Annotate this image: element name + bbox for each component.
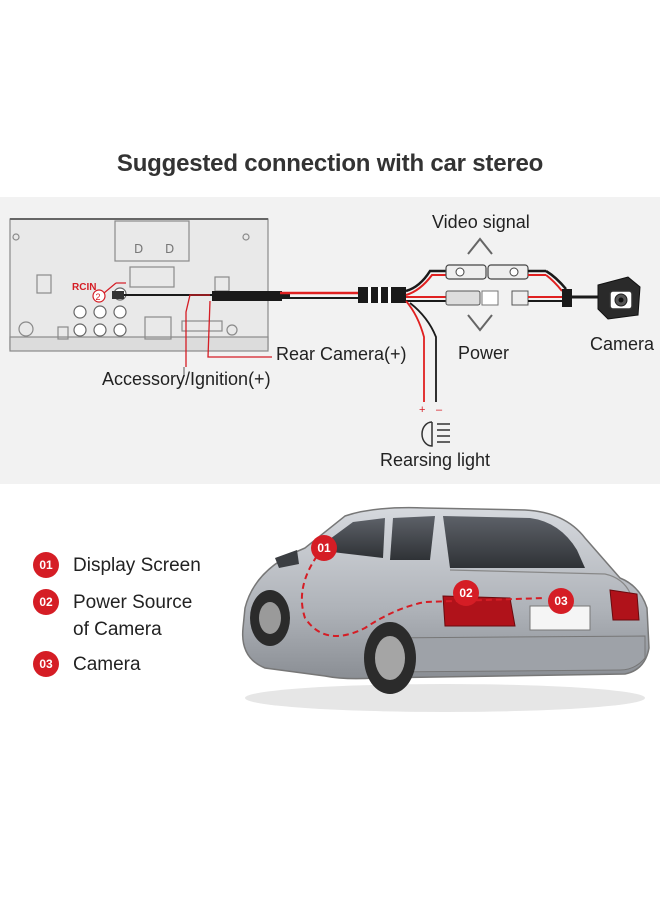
legend-badge: 02 — [33, 589, 59, 615]
polarity-plus: + — [419, 404, 425, 416]
legend-item-display-screen: 01 Display Screen — [33, 552, 201, 579]
wiring-diagram: D D RCIN 2 — [9, 218, 641, 447]
camera-label: Camera — [590, 334, 655, 354]
svg-text:D: D — [134, 242, 143, 256]
camera-icon — [597, 276, 641, 320]
power-label: Power — [458, 343, 510, 363]
accessory-ignition-label: Accessory/Ignition(+) — [102, 369, 271, 389]
legend-item-power-source: 02 Power Source of Camera — [33, 589, 213, 643]
video-signal-cable — [405, 264, 567, 296]
main-harness-cable — [124, 287, 406, 303]
accessory-wire — [185, 294, 210, 367]
reversing-light-icon — [421, 421, 450, 447]
car-marker-power-source: 02 — [453, 580, 479, 606]
video-signal-label: Video signal — [432, 212, 530, 232]
rear-camera-power-label: Rear Camera(+) — [276, 344, 407, 364]
cable-route-line — [300, 555, 546, 637]
reversing-light-wire-black — [409, 302, 437, 402]
head-unit-chassis: D D — [9, 218, 269, 352]
page-title: Suggested connection with car stereo — [116, 150, 544, 177]
car-illustration — [241, 506, 650, 712]
legend-badge: 03 — [33, 651, 59, 677]
legend-text: Power Source of Camera — [73, 592, 193, 640]
rcin-port-badge — [92, 289, 106, 303]
legend-badge: 01 — [33, 552, 59, 578]
legend-item-camera: 03 Camera — [33, 651, 141, 678]
rca-plug — [112, 291, 124, 299]
video-arrow-icon — [467, 237, 493, 255]
rear-camera-wire — [207, 300, 272, 358]
car-marker-display-screen: 01 — [311, 535, 337, 561]
rcin-port-label: RCIN — [72, 282, 96, 293]
power-arrow-icon — [467, 314, 493, 332]
rcin-port-number: 2 — [96, 292, 101, 302]
car-marker-camera: 03 — [548, 588, 574, 614]
legend-text: Display Screen — [73, 555, 201, 576]
legend-text: Camera — [73, 654, 141, 675]
reversing-light-wire-red — [405, 300, 425, 402]
polarity-minus: – — [436, 404, 443, 416]
svg-text:D: D — [165, 242, 174, 256]
power-cable — [406, 289, 600, 307]
reversing-light-label: Rearsing light — [380, 450, 491, 470]
